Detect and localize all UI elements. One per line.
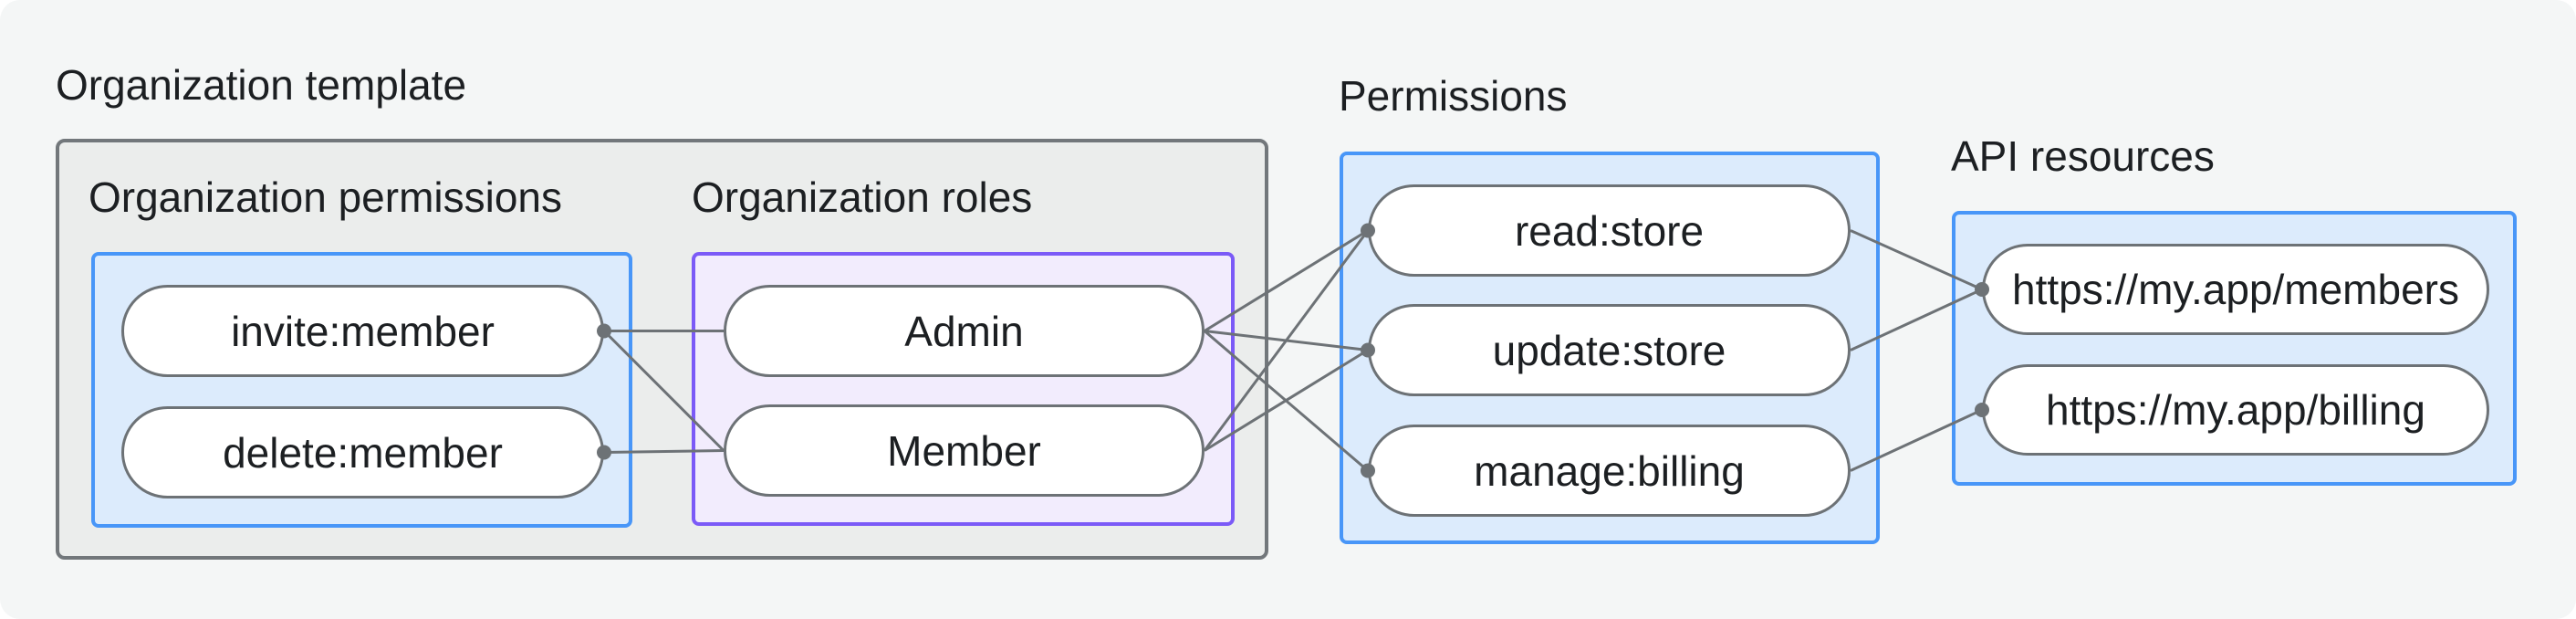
permissions-label: Permissions — [1339, 72, 1568, 120]
organization-template-label: Organization template — [56, 61, 467, 109]
node-delete-member: delete:member — [121, 406, 604, 498]
node-update-store: update:store — [1368, 304, 1851, 396]
organization-roles-label: Organization roles — [692, 173, 1033, 221]
node-manage-billing: manage:billing — [1368, 425, 1851, 517]
node-read-store: read:store — [1368, 184, 1851, 277]
node-admin-role: Admin — [724, 285, 1205, 377]
node-api-billing-url: https://my.app/billing — [1982, 364, 2489, 456]
node-member-role: Member — [724, 404, 1205, 497]
node-api-members-url: https://my.app/members — [1982, 244, 2489, 335]
organization-permissions-label: Organization permissions — [89, 173, 563, 221]
node-invite-member: invite:member — [121, 285, 604, 377]
api-resources-label: API resources — [1951, 132, 2215, 180]
